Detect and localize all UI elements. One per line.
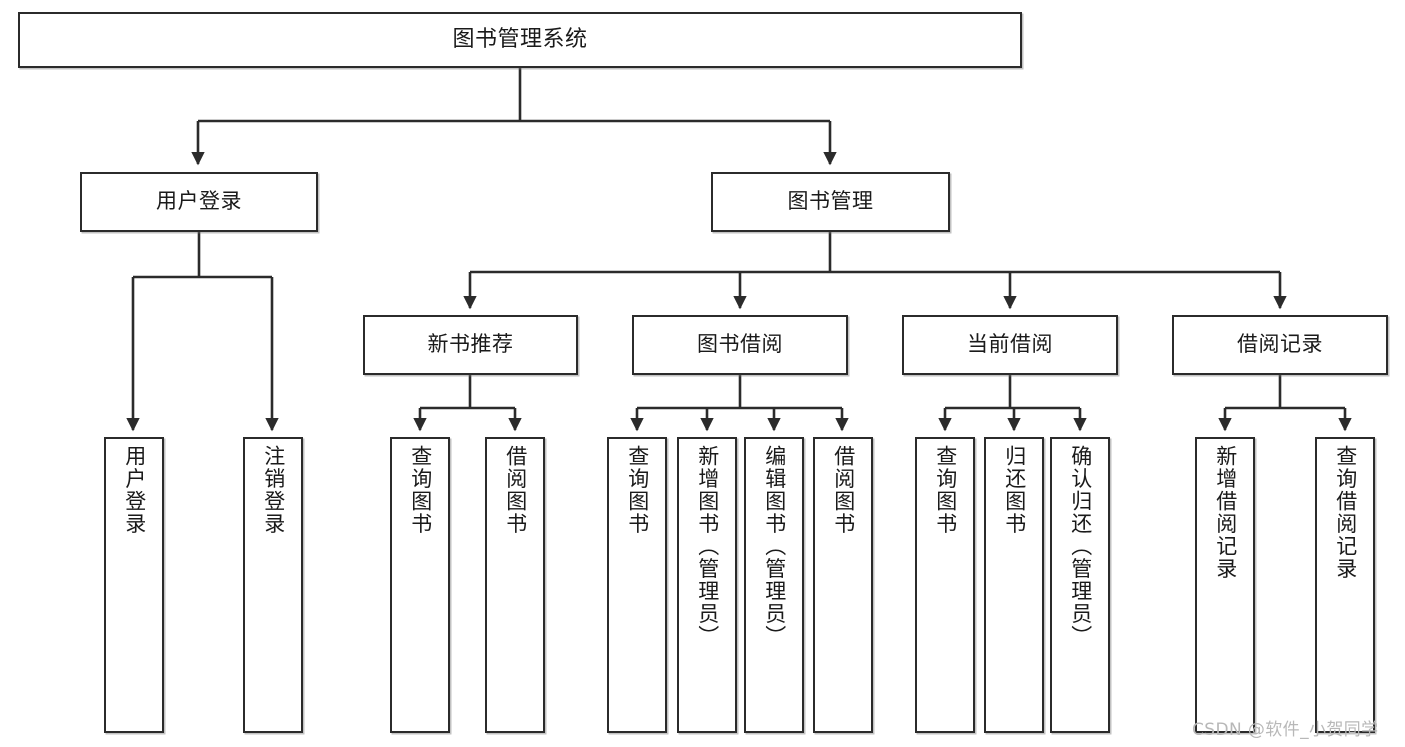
node-label: 图书管理 [787,189,874,214]
node-label: 借阅记录 [1237,332,1323,357]
node-book-borrow[interactable]: 图书借阅 [632,315,848,375]
leaf-user-login[interactable]: 用户登录 [104,437,164,733]
node-label: 图书管理系统 [452,26,588,52]
leaf-query-book-recommend[interactable]: 查询图书 [390,437,450,733]
leaf-borrow-book-recommend[interactable]: 借阅图书 [485,437,545,733]
node-label: 查询借阅记录 [1333,445,1358,580]
node-label: 当前借阅 [967,332,1053,357]
leaf-edit-book-admin[interactable]: 编辑图书（管理员） [744,437,804,733]
node-label: 归还图书 [1002,445,1027,535]
leaf-query-book-borrow[interactable]: 查询图书 [607,437,667,733]
node-user-login[interactable]: 用户登录 [80,172,318,232]
node-label: 新增借阅记录 [1213,445,1238,580]
leaf-confirm-return-admin[interactable]: 确认归还（管理员） [1050,437,1110,733]
leaf-add-book-admin[interactable]: 新增图书（管理员） [677,437,737,733]
leaf-query-borrow-record[interactable]: 查询借阅记录 [1315,437,1375,733]
node-current-borrow[interactable]: 当前借阅 [902,315,1118,375]
node-label: 用户登录 [122,445,147,535]
leaf-logout[interactable]: 注销登录 [243,437,303,733]
node-label: 借阅图书 [831,445,856,535]
node-label: 借阅图书 [503,445,528,535]
node-label: 查询图书 [625,445,650,535]
node-label: 用户登录 [156,189,242,214]
node-label: 图书借阅 [697,332,783,357]
node-label: 注销登录 [261,445,286,535]
node-root-system[interactable]: 图书管理系统 [18,12,1022,68]
node-new-book-recommend[interactable]: 新书推荐 [363,315,578,375]
leaf-query-book-current[interactable]: 查询图书 [915,437,975,733]
node-borrow-record[interactable]: 借阅记录 [1172,315,1388,375]
node-label: 新书推荐 [427,332,514,357]
watermark-text: CSDN @软件_小贺同学 [1192,720,1379,740]
node-label: 确认归还（管理员） [1068,445,1093,648]
node-book-management[interactable]: 图书管理 [711,172,950,232]
leaf-return-book[interactable]: 归还图书 [984,437,1044,733]
node-label: 新增图书（管理员） [695,445,720,648]
node-label: 查询图书 [408,445,433,535]
node-label: 编辑图书（管理员） [762,445,787,648]
leaf-borrow-book[interactable]: 借阅图书 [813,437,873,733]
leaf-add-borrow-record[interactable]: 新增借阅记录 [1195,437,1255,733]
node-label: 查询图书 [933,445,958,535]
